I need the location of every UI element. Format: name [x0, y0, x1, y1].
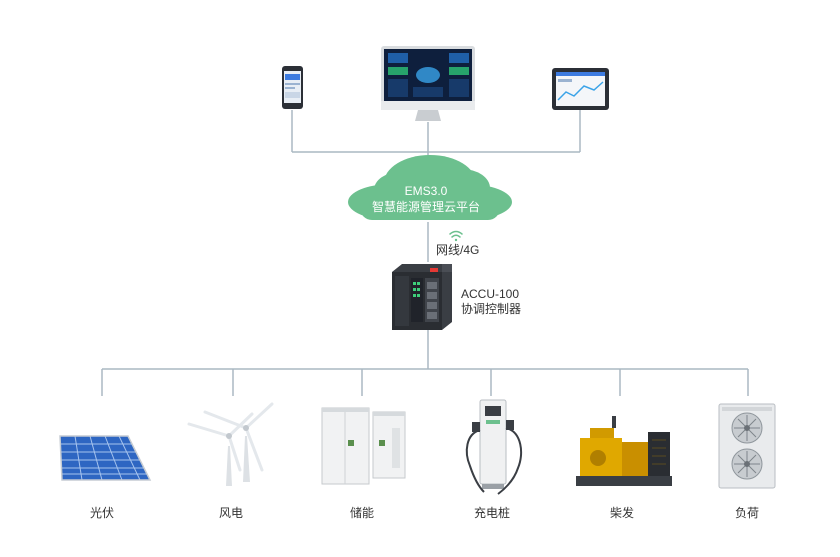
device-label-load: 负荷 [734, 506, 759, 520]
ev-charger-icon [465, 399, 523, 495]
wifi-icon [449, 230, 463, 242]
controller-model: ACCU-100 [461, 287, 520, 301]
device-label-storage: 储能 [349, 506, 374, 520]
device-label-wind: 风电 [218, 506, 243, 520]
tablet-icon [552, 68, 609, 110]
cloud-platform-label: EMS3.0 智慧能源管理云平台 [370, 183, 482, 215]
diesel-generator-icon [576, 416, 672, 486]
controller-label: ACCU-100 协调控制器 [461, 287, 521, 317]
energy-storage-cabinet-icon [321, 407, 406, 485]
desktop-monitor-icon [381, 46, 475, 121]
load-ac-unit-icon [718, 403, 776, 489]
device-label-solar: 光伏 [89, 506, 114, 520]
controller-name: 协调控制器 [461, 302, 522, 316]
connection-label: 网线/4G [436, 243, 480, 257]
cloud-platform-icon [348, 155, 512, 220]
smartphone-icon [282, 66, 303, 109]
cloud-title: EMS3.0 [404, 184, 448, 198]
device-label-charger: 充电桩 [473, 506, 510, 520]
device-bus-lines [101, 368, 749, 396]
solar-panel-icon [59, 435, 152, 481]
wind-turbine-icon [187, 402, 274, 486]
device-label-diesel: 柴发 [609, 506, 634, 520]
controller-device-icon [392, 264, 452, 330]
cloud-subtitle: 智慧能源管理云平台 [371, 200, 480, 214]
